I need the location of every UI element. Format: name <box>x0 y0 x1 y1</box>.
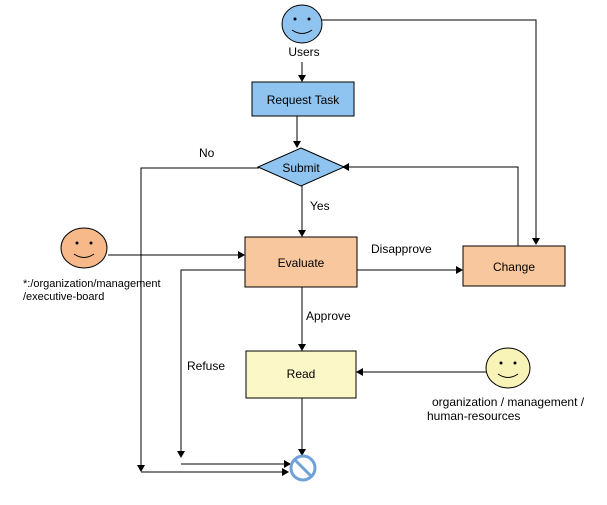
exec-actor-label-line1: *:/organization/management <box>23 278 161 290</box>
request-task-node: Request Task <box>251 81 355 117</box>
hr-actor-label-line1: organization / management / <box>432 395 585 409</box>
edge-request-task-to-submit <box>293 116 301 148</box>
hr-actor-icon <box>485 347 531 389</box>
edge-label-approve: Approve <box>306 309 351 323</box>
edge-users-to-change <box>320 19 540 245</box>
edge-evaluate-to-read <box>298 287 306 351</box>
edge-change-to-submit <box>342 163 519 246</box>
request-task-label: Request Task <box>267 93 340 107</box>
edge-submit-no-to-end <box>137 167 289 476</box>
evaluate-label: Evaluate <box>278 256 325 270</box>
change-label: Change <box>493 260 535 274</box>
prohibited-end-icon <box>289 454 317 482</box>
edge-label-disapprove: Disapprove <box>371 242 432 256</box>
evaluate-node: Evaluate <box>244 236 358 288</box>
edge-exec-actor-to-evaluate <box>108 251 245 259</box>
read-node: Read <box>245 350 357 399</box>
users-label: Users <box>288 45 319 59</box>
read-label: Read <box>287 367 316 381</box>
edge-label-refuse: Refuse <box>187 359 225 373</box>
edge-evaluate-to-change <box>357 266 463 274</box>
hr-actor-label-line2: human-resources <box>427 409 520 423</box>
change-node: Change <box>462 245 566 287</box>
edge-read-to-end <box>298 398 306 456</box>
submit-label: Submit <box>282 161 320 175</box>
edge-hr-actor-to-read <box>356 368 487 376</box>
edge-users-to-request-task <box>298 62 306 82</box>
edge-evaluate-refuse-to-end <box>177 269 291 468</box>
exec-actor-icon <box>60 227 108 269</box>
exec-actor-label-line2: /executive-board <box>23 291 104 303</box>
edge-submit-to-evaluate <box>298 186 306 237</box>
edge-label-yes: Yes <box>310 199 330 213</box>
submit-decision-node: Submit <box>256 147 346 187</box>
users-actor-icon <box>281 4 323 44</box>
edge-label-no: No <box>199 146 215 160</box>
